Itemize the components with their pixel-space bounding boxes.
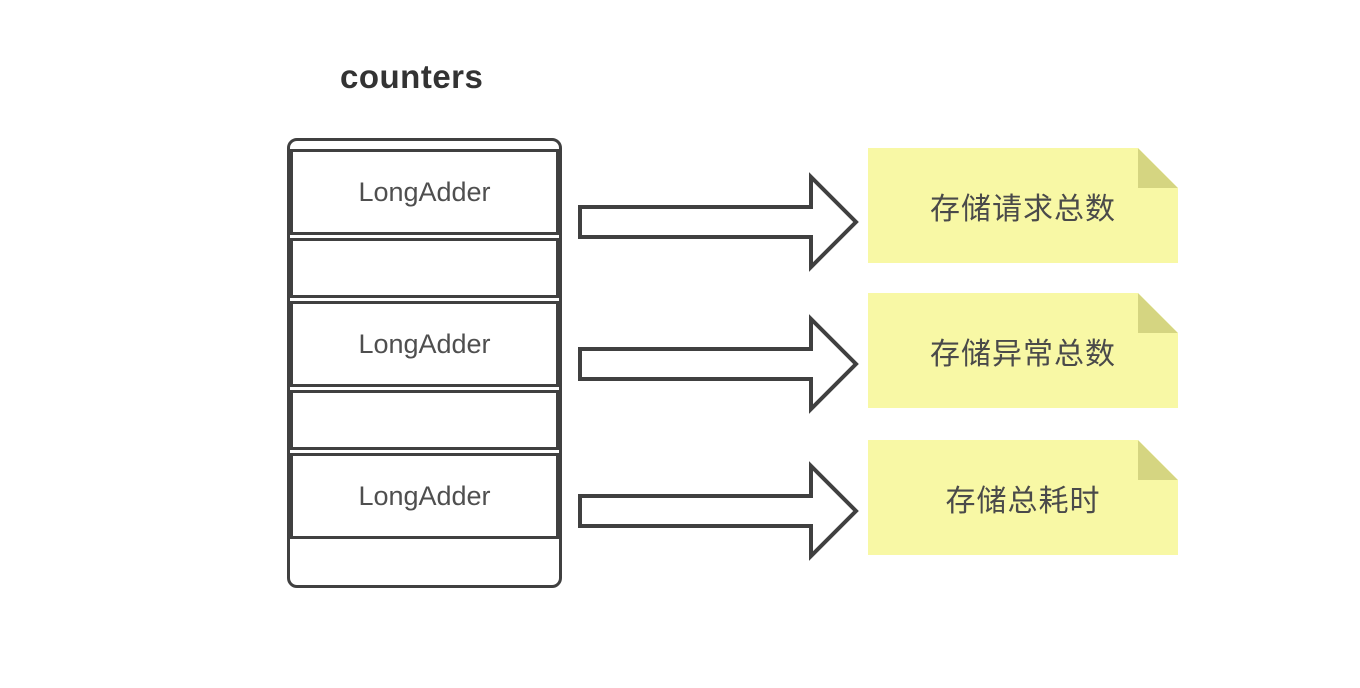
note-label: 存储异常总数 bbox=[930, 337, 1116, 371]
note-total-storage-time: 存储总耗时 bbox=[868, 440, 1178, 555]
empty-cell-1 bbox=[290, 238, 559, 298]
block-arrow-icon-2 bbox=[578, 314, 859, 414]
counters-array-box: LongAdder LongAdder LongAdder bbox=[287, 138, 562, 588]
longadder-cell-label: LongAdder bbox=[358, 480, 491, 511]
longadder-cell-label: LongAdder bbox=[358, 328, 491, 359]
note-label: 存储总耗时 bbox=[945, 484, 1101, 518]
longadder-cell-2: LongAdder bbox=[290, 301, 559, 387]
note-fold-corner-icon bbox=[1138, 440, 1178, 480]
note-total-storage-requests: 存储请求总数 bbox=[868, 148, 1178, 263]
longadder-cell-1: LongAdder bbox=[290, 149, 559, 235]
longadder-cell-3: LongAdder bbox=[290, 453, 559, 539]
longadder-cell-label: LongAdder bbox=[358, 176, 491, 207]
block-arrow-icon-3 bbox=[578, 461, 859, 561]
diagram-title: counters bbox=[340, 58, 484, 95]
empty-cell-2 bbox=[290, 390, 559, 450]
block-arrow-icon-1 bbox=[578, 172, 859, 272]
note-fold-corner-icon bbox=[1138, 148, 1178, 188]
note-total-storage-exceptions: 存储异常总数 bbox=[868, 293, 1178, 408]
note-label: 存储请求总数 bbox=[930, 192, 1116, 226]
note-fold-corner-icon bbox=[1138, 293, 1178, 333]
